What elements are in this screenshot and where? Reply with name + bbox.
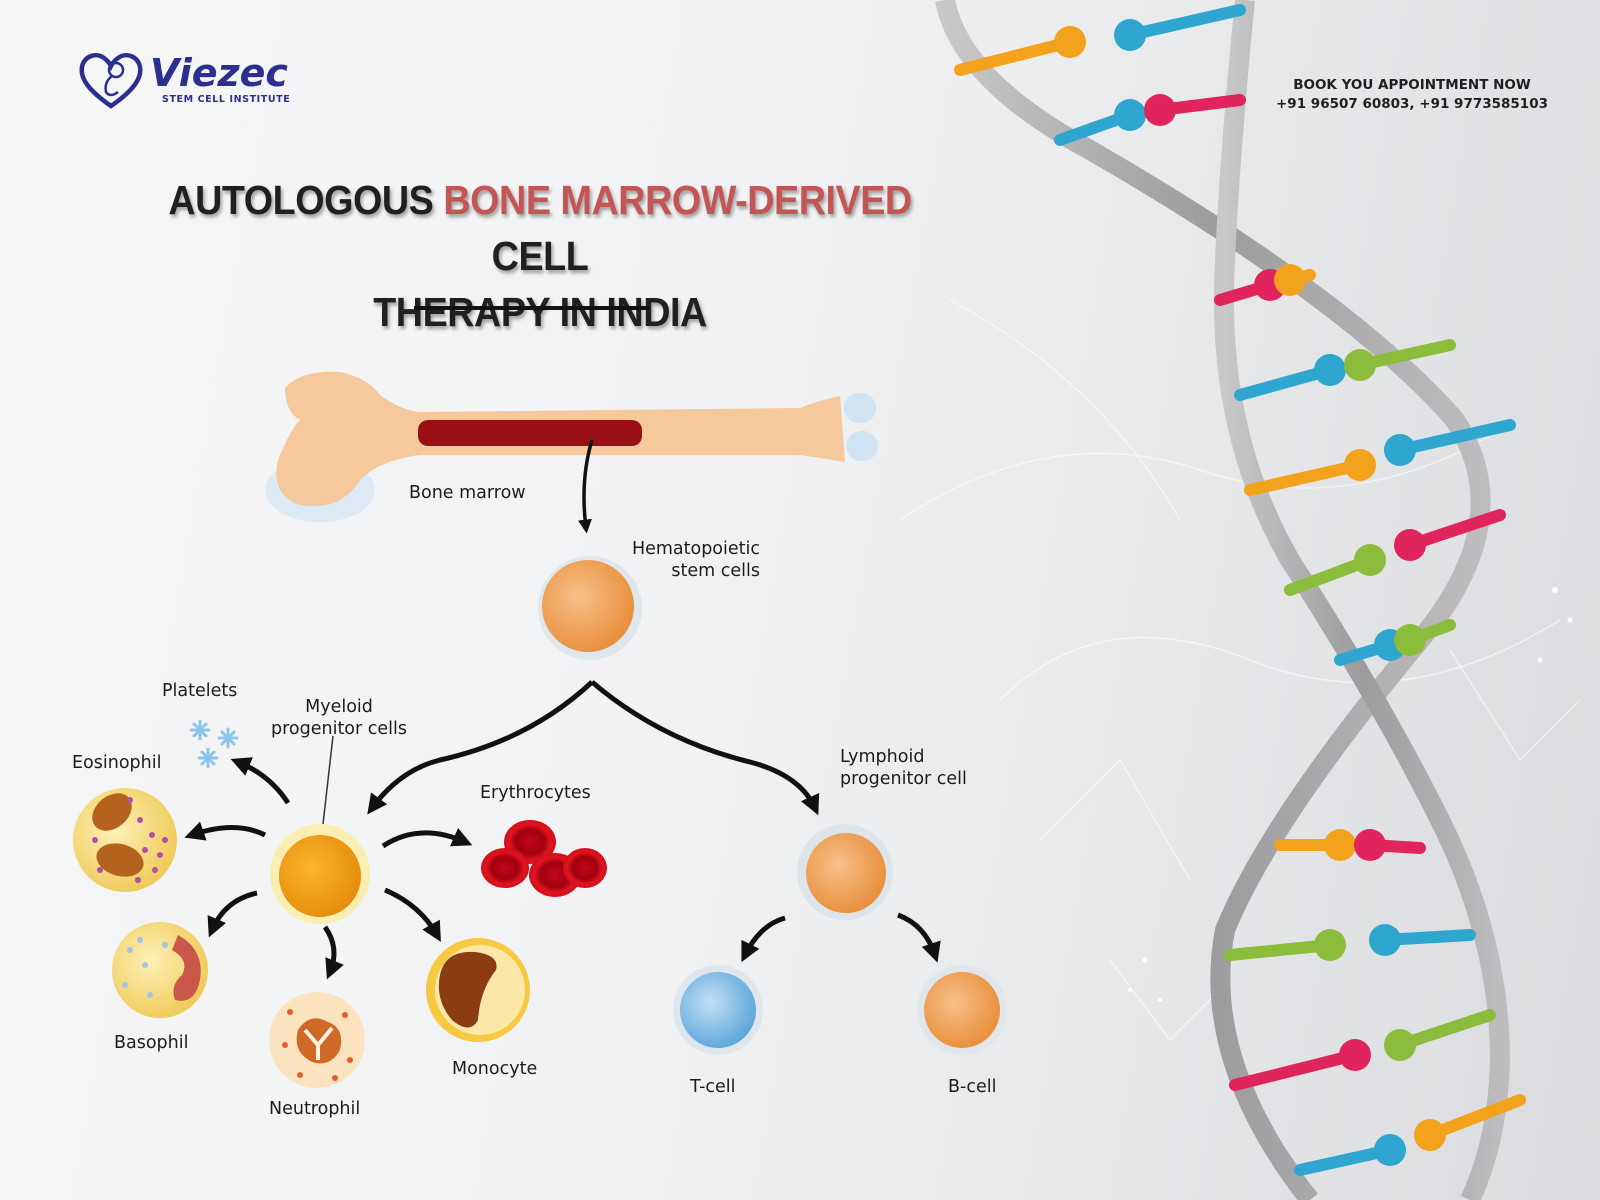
dna-base-pair bbox=[1424, 1094, 1526, 1141]
sparkle-dots bbox=[1128, 587, 1573, 1002]
label-erythrocytes: Erythrocytes bbox=[480, 783, 591, 803]
title-part2: CELL bbox=[491, 233, 589, 279]
label-myeloid: Myeloid progenitor cells bbox=[264, 696, 414, 740]
dna-base-pair bbox=[954, 36, 1076, 76]
dna-base-pair bbox=[1384, 1029, 1416, 1061]
bone-illustration bbox=[265, 371, 878, 522]
brand-tagline: STEM CELL INSTITUTE bbox=[162, 94, 291, 105]
bone-marrow-cavity bbox=[418, 420, 642, 446]
label-hsc-line1: Hematopoietic bbox=[631, 539, 760, 559]
dna-base-pair bbox=[1244, 459, 1366, 496]
dna-base-pair bbox=[1394, 624, 1426, 656]
label-lymphoid: Lymphoid progenitor cell bbox=[840, 746, 967, 790]
dna-base-pair bbox=[1314, 929, 1346, 961]
dna-base-pair bbox=[1224, 939, 1336, 961]
neutrophil-illustration bbox=[269, 992, 365, 1088]
appointment-cta: BOOK YOU APPOINTMENT NOW bbox=[1293, 77, 1531, 93]
dna-base-pair bbox=[1369, 924, 1401, 956]
dna-base-pair bbox=[1339, 1039, 1371, 1071]
network-lines bbox=[899, 299, 1581, 1042]
dna-base-pair bbox=[1314, 354, 1346, 386]
page-title: AUTOLOGOUS BONE MARROW-DERIVED CELL THER… bbox=[126, 172, 954, 340]
dna-base-pair bbox=[1274, 264, 1306, 296]
dna-base-pair bbox=[1124, 4, 1246, 41]
label-myeloid-line1: Myeloid bbox=[305, 697, 373, 717]
label-t-cell: T-cell bbox=[690, 1077, 736, 1097]
appointment-contact: BOOK YOU APPOINTMENT NOW +91 96507 60803… bbox=[1276, 76, 1548, 114]
label-neutrophil: Neutrophil bbox=[269, 1099, 361, 1119]
label-monocyte: Monocyte bbox=[452, 1059, 538, 1079]
label-b-cell: B-cell bbox=[948, 1077, 997, 1097]
label-hsc: Hematopoietic stem cells bbox=[620, 538, 760, 582]
brand-name: Viezec bbox=[150, 51, 288, 95]
eosinophil-illustration bbox=[73, 788, 177, 892]
dna-base-pair bbox=[1354, 829, 1386, 861]
basophil-illustration bbox=[112, 922, 208, 1018]
dna-base-pair bbox=[1384, 434, 1416, 466]
label-eosinophil: Eosinophil bbox=[72, 753, 162, 773]
brand-logo[interactable]: Viezec STEM CELL INSTITUTE bbox=[78, 50, 298, 110]
title-accent: BONE MARROW-DERIVED bbox=[443, 177, 912, 223]
dna-base-pair bbox=[1229, 1049, 1361, 1091]
dna-base-pair bbox=[1374, 1134, 1406, 1166]
dna-base-pair bbox=[1354, 544, 1386, 576]
dna-base-pair bbox=[1344, 449, 1376, 481]
title-line2: THERAPY IN INDIA bbox=[373, 289, 707, 335]
dna-base-pair bbox=[1144, 94, 1176, 126]
phone-numbers[interactable]: +91 96507 60803, +91 9773585103 bbox=[1276, 96, 1548, 112]
dna-base-pair bbox=[1324, 829, 1356, 861]
monocyte-illustration bbox=[426, 938, 530, 1042]
dna-base-pairs bbox=[954, 4, 1526, 1176]
dna-base-pair bbox=[1054, 26, 1086, 58]
label-basophil: Basophil bbox=[114, 1033, 189, 1053]
dna-base-pair bbox=[1394, 529, 1426, 561]
dna-base-pair bbox=[1414, 1119, 1446, 1151]
erythrocytes-illustration bbox=[481, 820, 607, 897]
dna-base-pair bbox=[1394, 419, 1516, 456]
label-bone-marrow: Bone marrow bbox=[409, 483, 526, 503]
label-lymphoid-line2: progenitor cell bbox=[840, 769, 967, 789]
dna-backbone-b bbox=[1213, 0, 1511, 1200]
platelets-illustration bbox=[189, 719, 239, 769]
label-hsc-line2: stem cells bbox=[671, 561, 760, 581]
label-lymphoid-line1: Lymphoid bbox=[840, 747, 925, 767]
dna-base-pair bbox=[1114, 99, 1146, 131]
label-platelets: Platelets bbox=[162, 681, 238, 701]
title-divider bbox=[414, 306, 650, 310]
label-myeloid-line2: progenitor cells bbox=[270, 719, 407, 739]
dna-base-pair bbox=[1344, 349, 1376, 381]
title-part1: AUTOLOGOUS bbox=[168, 177, 444, 223]
heart-baby-icon bbox=[79, 53, 143, 109]
dna-base-pair bbox=[1114, 19, 1146, 51]
